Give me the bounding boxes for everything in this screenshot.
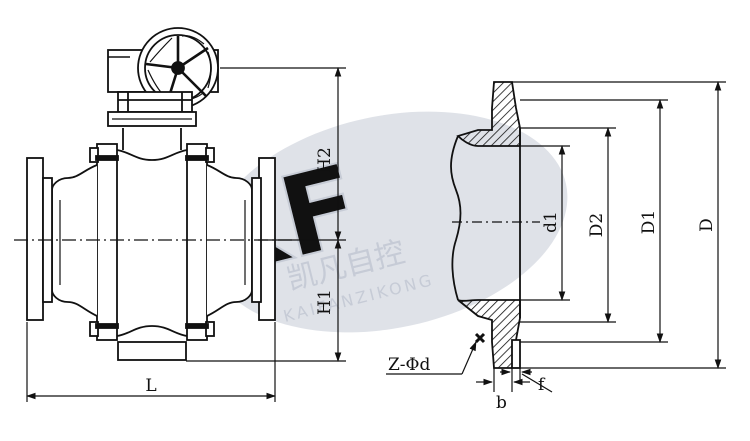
dim-h1-label: H1 xyxy=(315,289,335,315)
left-body-flange xyxy=(96,143,118,341)
trunnion-plate xyxy=(117,341,187,361)
dim-b-label: b xyxy=(496,393,507,413)
dim-l-label: L xyxy=(145,376,156,396)
dim-h2-label: H2 xyxy=(315,147,335,173)
dim-f-label: f xyxy=(538,375,546,395)
dim-bolt-holes-label: Z-Φd xyxy=(388,355,430,375)
valve-front-view xyxy=(26,27,276,361)
flange-lower-section xyxy=(457,299,521,369)
flange-upper-section xyxy=(456,81,521,147)
flange-section-view xyxy=(450,81,521,369)
dim-d2-label: D2 xyxy=(587,213,607,237)
front-view-dimensions xyxy=(26,67,346,402)
dim-bore-label: d1 xyxy=(541,211,561,233)
flange-dimensions xyxy=(386,81,726,393)
dim-d-label: D xyxy=(697,218,717,232)
watermark-ellipse xyxy=(208,111,568,333)
dim-d1-label: D1 xyxy=(639,210,659,234)
left-pipe-flange xyxy=(26,157,44,321)
right-body-flange xyxy=(186,143,208,341)
